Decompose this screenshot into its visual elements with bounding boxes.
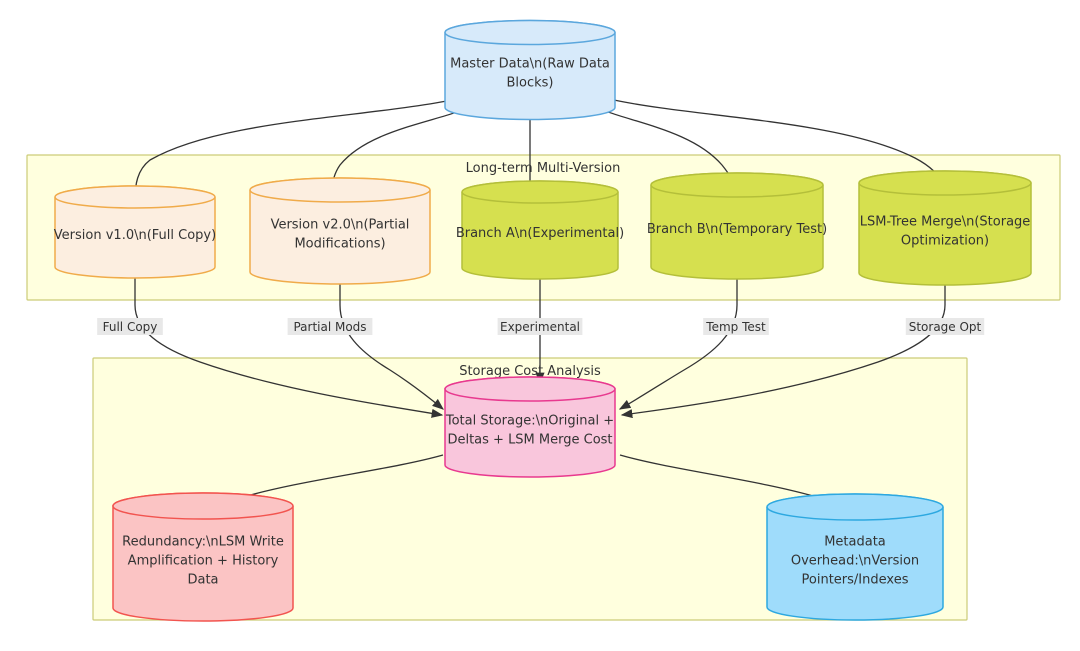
node-label-line: Data bbox=[187, 572, 218, 587]
node-label-line: Pointers/Indexes bbox=[802, 572, 909, 587]
cylinder-top bbox=[461, 180, 619, 204]
cylinder-top bbox=[858, 170, 1032, 196]
edge-label-text: Partial Mods bbox=[293, 320, 366, 334]
node-version-v1[interactable]: Version v1.0\n(Full Copy) bbox=[54, 185, 216, 279]
edge-label-text: Full Copy bbox=[103, 320, 158, 334]
node-label-line: Optimization) bbox=[901, 234, 989, 249]
node-total-storage[interactable]: Total Storage:\nOriginal + Deltas + LSM M… bbox=[444, 376, 616, 478]
edge-label-text: Storage Opt bbox=[909, 320, 982, 334]
cylinder-top bbox=[766, 493, 944, 521]
cylinder-top bbox=[444, 376, 616, 402]
node-label-line: LSM-Tree Merge\n(Storage bbox=[860, 215, 1031, 230]
cylinder-top bbox=[650, 172, 824, 198]
cluster-box bbox=[92, 357, 968, 621]
cylinder-top bbox=[54, 185, 216, 209]
cluster-storage-cost-analysis: Storage Cost Analysis bbox=[92, 357, 968, 621]
node-label-line: Amplification + History bbox=[128, 553, 279, 568]
node-label-line: Blocks) bbox=[506, 76, 553, 91]
node-label-line: Branch A\n(Experimental) bbox=[456, 226, 624, 241]
node-label-line: Master Data\n(Raw Data bbox=[450, 57, 610, 72]
node-label-line: Branch B\n(Temporary Test) bbox=[647, 222, 827, 237]
node-label-line: Redundancy:\nLSM Write bbox=[122, 534, 284, 549]
edge-label-text: Temp Test bbox=[705, 320, 766, 334]
node-label-line: Version v2.0\n(Partial bbox=[271, 218, 410, 233]
edge-label-background bbox=[497, 318, 583, 335]
edge-label-text: Experimental bbox=[500, 320, 580, 334]
edge-labels-layer: Full Copy Partial Mods Experimental Temp Te… bbox=[97, 318, 985, 335]
edge-label-experimental: Experimental bbox=[497, 318, 583, 335]
edge-label-partial-mods: Partial Mods bbox=[287, 318, 373, 335]
node-label-line: Metadata bbox=[824, 534, 886, 549]
node-branch-b[interactable]: Branch B\n(Temporary Test) bbox=[647, 172, 827, 280]
edge-master-to-v1 bbox=[130, 99, 453, 202]
edge-label-background bbox=[97, 318, 163, 335]
node-label-line: Version v1.0\n(Full Copy) bbox=[54, 228, 216, 243]
node-metadata-overhead[interactable]: MetadataOverhead:\nVersionPointers/Index… bbox=[766, 493, 944, 621]
cylinder-top bbox=[249, 177, 431, 203]
node-label-line: Overhead:\nVersion bbox=[791, 553, 919, 568]
edge-label-background bbox=[287, 318, 373, 335]
edge-label-temp-test: Temp Test bbox=[703, 318, 769, 335]
edge-label-full-copy: Full Copy bbox=[97, 318, 163, 335]
node-label-line: Deltas + LSM Merge Cost bbox=[447, 433, 612, 448]
edge-label-background bbox=[905, 318, 985, 335]
cylinder-top bbox=[112, 492, 294, 520]
node-branch-a[interactable]: Branch A\n(Experimental) bbox=[456, 180, 624, 280]
cluster-title: Long-term Multi-Version bbox=[466, 161, 621, 176]
edge-label-background bbox=[703, 318, 769, 335]
cluster-title: Storage Cost Analysis bbox=[459, 364, 601, 379]
node-label-line: Total Storage:\nOriginal + bbox=[445, 414, 614, 429]
node-label-line: Modifications) bbox=[294, 237, 385, 252]
edge-label-storage-opt: Storage Opt bbox=[905, 318, 985, 335]
cylinder-top bbox=[444, 19, 616, 46]
